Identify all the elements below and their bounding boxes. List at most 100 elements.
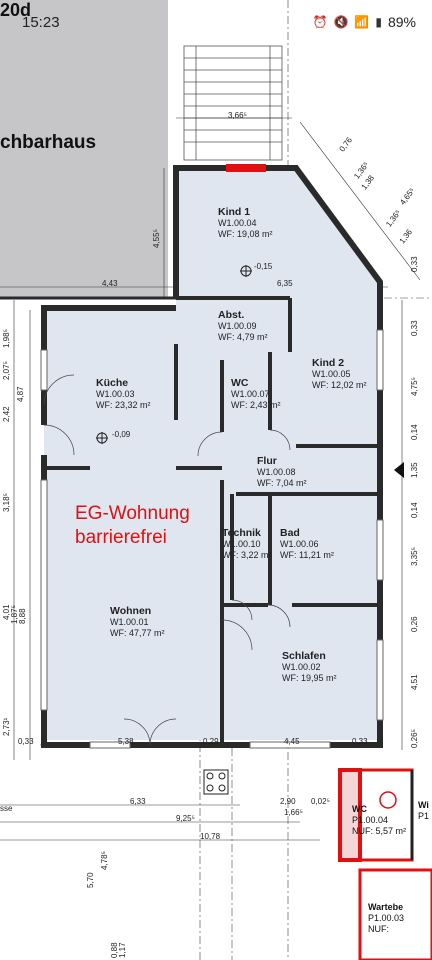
room-area: WF: 11,21 m² xyxy=(280,550,334,560)
room-code: W1.00.09 xyxy=(218,321,257,331)
room-schlafen: Schlafen W1.00.02 WF: 19,95 m² xyxy=(282,651,337,684)
left-dim: 2,07⁵ xyxy=(2,361,11,380)
room-flur: Flur W1.00.08 WF: 7,04 m² xyxy=(257,456,307,489)
room-kind1: Kind 1 W1.00.04 WF: 19,08 m² xyxy=(218,207,273,240)
room-code: W1.00.10 xyxy=(222,539,261,549)
room-technik: Technik W1.00.10 WF: 3,22 m² xyxy=(222,528,272,561)
neighbor-wc-name: WC xyxy=(352,804,367,814)
left-dim: 3,18⁵ xyxy=(2,493,11,512)
room-code: W1.00.04 xyxy=(218,218,257,228)
neighbor-warte-name: Wartebe xyxy=(368,902,404,912)
stove-icon xyxy=(203,769,229,795)
room-name: Kind 1 xyxy=(218,206,251,218)
left-dim: 8,88 xyxy=(18,608,27,624)
battery-level: 89% xyxy=(387,14,416,30)
neighbor-warte-code: P1.00.03 xyxy=(368,913,405,923)
room-kind2: Kind 2 W1.00.05 WF: 12,02 m² xyxy=(312,358,367,391)
room-code: W1.00.08 xyxy=(257,467,296,477)
left-dim: 4,87 xyxy=(16,386,25,402)
neighbor-wc-code: P1.00.04 xyxy=(352,815,389,825)
level-marker-kueche xyxy=(96,432,108,444)
room-name: WC xyxy=(231,377,249,389)
dim-label: 3,66⁵ xyxy=(228,111,247,120)
status-bar: 15:23 ⏰ 🔇 📶 ▮ 89% xyxy=(0,0,432,46)
alarm-icon: ⏰ xyxy=(312,15,328,29)
right-dim: 3,35⁵ xyxy=(410,547,419,566)
room-area: WF: 12,02 m² xyxy=(312,380,367,390)
room-area: WF: 23,32 m² xyxy=(96,400,151,410)
interior-walls xyxy=(44,296,380,745)
red-window-marker xyxy=(226,164,266,172)
neighbor-building: chbarhaus xyxy=(0,0,168,298)
dim-label: 6,35 xyxy=(277,279,293,288)
dim-label: 10,78 xyxy=(200,832,221,841)
room-name: Flur xyxy=(257,455,277,467)
dim-label: 0,33 xyxy=(352,737,368,746)
apartment-label: EG-Wohnung barrierefrei xyxy=(75,502,190,550)
room-area: WF: 19,08 m² xyxy=(218,229,273,239)
room-name: Abst. xyxy=(218,309,245,321)
room-kueche: Küche W1.00.03 WF: 23,32 m² xyxy=(96,378,151,411)
dim-label: 1,66⁵ xyxy=(284,808,303,817)
left-edge-text: sse xyxy=(0,804,13,813)
room-bad: Bad W1.00.06 WF: 11,21 m² xyxy=(280,528,334,561)
room-name: Wohnen xyxy=(110,605,152,617)
neighbor-building-label: chbarhaus xyxy=(0,132,97,153)
dim-label: 4,78⁵ xyxy=(100,851,109,870)
neighbor-right-code: P1 xyxy=(418,811,430,821)
right-dim: 0,26⁵ xyxy=(410,729,419,748)
neighbor-warte-area: NUF: xyxy=(368,924,389,934)
right-dim: 0,14 xyxy=(410,424,419,440)
room-code: W1.00.07 xyxy=(231,389,270,399)
level-label-kind1: -0,15 xyxy=(254,262,273,271)
neighbor-right-label: Wi P1 xyxy=(418,800,429,822)
room-abst: Abst. W1.00.09 WF: 4,79 m² xyxy=(218,310,268,343)
room-code: W1.00.06 xyxy=(280,539,319,549)
apartment-label-line2: barrierefrei xyxy=(75,527,167,548)
dim-label: 0,29 xyxy=(203,737,219,746)
entrance-arrow-icon xyxy=(394,462,404,478)
right-dim: 0,14 xyxy=(410,502,419,518)
dim-label: 5,70 xyxy=(86,872,95,888)
status-time: 15:23 xyxy=(22,14,60,31)
neighbor-wc-label: WC P1.00.04 NUF: 5,57 m² xyxy=(352,804,406,837)
dim-label: 4,55⁵ xyxy=(152,229,161,248)
neighbor-warte-label: Wartebe P1.00.03 NUF: xyxy=(368,902,404,935)
sheet-label: 20d xyxy=(0,0,32,20)
room-name: Küche xyxy=(96,377,129,389)
room-area: WF: 47,77 m² xyxy=(110,628,165,638)
wifi-icon: 📶 xyxy=(354,15,370,29)
dim-label: 6,33 xyxy=(130,797,146,806)
neighbor-unit-walls xyxy=(338,768,432,960)
room-name: Bad xyxy=(280,527,300,539)
left-dim: 1,98⁵ xyxy=(2,329,11,348)
right-dim: 0,33 xyxy=(410,320,419,336)
right-dim: 0,26 xyxy=(410,616,419,632)
room-wohnen: Wohnen W1.00.01 WF: 47,77 m² xyxy=(110,606,165,639)
right-dim: 0,33 xyxy=(410,256,419,272)
dim-label: 4,45 xyxy=(284,737,300,746)
dim-label: 9,25⁵ xyxy=(176,814,195,823)
right-dim: 1,35 xyxy=(410,462,419,478)
room-area: WF: 4,79 m² xyxy=(218,332,268,342)
staircase xyxy=(183,45,283,161)
neighbor-right-name: Wi xyxy=(418,800,429,810)
room-code: W1.00.03 xyxy=(96,389,135,399)
signal-icon: ▮ xyxy=(375,15,382,29)
right-dim: 4,75⁵ xyxy=(410,377,419,396)
apartment-label-line1: EG-Wohnung xyxy=(75,503,190,524)
dim-label: 0,02⁵ xyxy=(311,797,330,806)
level-marker-kind1 xyxy=(240,265,252,277)
neighbor-wc-area: NUF: 5,57 m² xyxy=(352,826,407,836)
level-label-kueche: -0,09 xyxy=(112,430,131,439)
dim-label: 2,90 xyxy=(280,797,296,806)
room-area: WF: 3,22 m² xyxy=(222,550,272,560)
room-code: W1.00.02 xyxy=(282,662,321,672)
right-dim: 4,51 xyxy=(410,674,419,690)
room-name: Schlafen xyxy=(282,650,326,662)
dim-label: 5,38 xyxy=(118,737,134,746)
mute-icon: 🔇 xyxy=(333,15,349,29)
room-wc: WC W1.00.07 WF: 2,43 m² xyxy=(231,378,281,411)
left-dim: 2,42 xyxy=(2,406,11,422)
